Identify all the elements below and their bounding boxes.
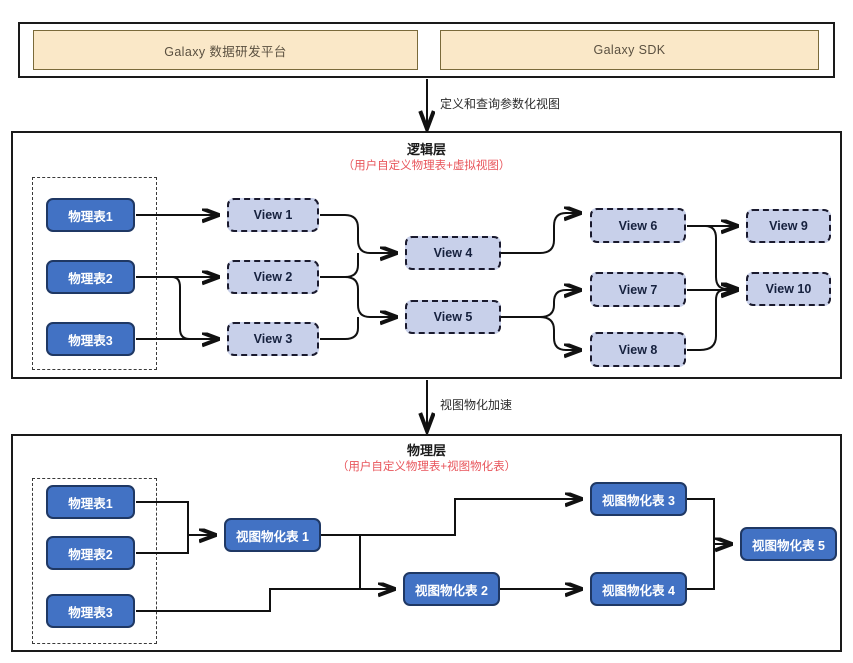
logical-physical-table-2-label: 物理表2: [68, 271, 113, 286]
app-box-galaxy-platform-label: Galaxy 数据研发平台: [164, 44, 287, 59]
mv-table-5-label: 视图物化表 5: [752, 538, 825, 553]
view-2-node[interactable]: View 2: [227, 260, 319, 294]
mv-table-3[interactable]: 视图物化表 3: [590, 482, 687, 516]
mv-table-2-label: 视图物化表 2: [415, 583, 488, 598]
mv-table-1-label: 视图物化表 1: [236, 529, 309, 544]
view-1-node[interactable]: View 1: [227, 198, 319, 232]
logical-physical-table-3[interactable]: 物理表3: [46, 322, 135, 356]
app-box-galaxy-sdk[interactable]: Galaxy SDK: [440, 30, 819, 70]
mv-table-4[interactable]: 视图物化表 4: [590, 572, 687, 606]
view-8-node[interactable]: View 8: [590, 332, 686, 367]
view-4-node[interactable]: View 4: [405, 236, 501, 270]
mv-table-3-label: 视图物化表 3: [602, 493, 675, 508]
view-1-label: View 1: [253, 208, 293, 222]
physical-table-2-label: 物理表2: [68, 547, 113, 562]
mv-table-4-label: 视图物化表 4: [602, 583, 675, 598]
physical-table-1[interactable]: 物理表1: [46, 485, 135, 519]
view-6-node[interactable]: View 6: [590, 208, 686, 243]
view-10-label: View 10: [765, 282, 812, 296]
view-6-label: View 6: [618, 218, 658, 233]
logical-physical-table-1-label: 物理表1: [68, 209, 113, 224]
physical-table-1-label: 物理表1: [68, 496, 113, 511]
mv-table-2[interactable]: 视图物化表 2: [403, 572, 500, 606]
view-5-node[interactable]: View 5: [405, 300, 501, 334]
logical-source-tables-group: [32, 177, 157, 370]
logical-physical-table-2[interactable]: 物理表2: [46, 260, 135, 294]
view-7-label: View 7: [618, 282, 658, 297]
mv-table-1[interactable]: 视图物化表 1: [224, 518, 321, 552]
physical-table-3[interactable]: 物理表3: [46, 594, 135, 628]
mv-table-5[interactable]: 视图物化表 5: [740, 527, 837, 561]
connector-label-mv-acceleration: 视图物化加速: [440, 398, 513, 412]
physical-table-2[interactable]: 物理表2: [46, 536, 135, 570]
view-2-label: View 2: [253, 270, 293, 284]
app-box-galaxy-sdk-label: Galaxy SDK: [593, 43, 666, 57]
view-10-node[interactable]: View 10: [746, 272, 831, 306]
view-3-node[interactable]: View 3: [227, 322, 319, 356]
view-9-node[interactable]: View 9: [746, 209, 831, 243]
view-5-label: View 5: [433, 310, 473, 324]
view-3-label: View 3: [253, 332, 293, 346]
view-7-node[interactable]: View 7: [590, 272, 686, 307]
logical-layer-subtitle: （用户自定义物理表+虚拟视图）: [342, 160, 511, 172]
app-box-galaxy-platform[interactable]: Galaxy 数据研发平台: [33, 30, 418, 70]
physical-layer-subtitle: （用户自定义物理表+视图物化表）: [336, 461, 517, 473]
physical-table-3-label: 物理表3: [68, 605, 113, 620]
physical-source-tables-group: [32, 478, 157, 644]
view-4-label: View 4: [433, 246, 473, 260]
logical-physical-table-3-label: 物理表3: [68, 333, 113, 348]
physical-layer-title: 物理层: [406, 443, 446, 458]
connector-label-define-query: 定义和查询参数化视图: [440, 97, 561, 111]
view-9-label: View 9: [769, 219, 808, 233]
logical-physical-table-1[interactable]: 物理表1: [46, 198, 135, 232]
view-8-label: View 8: [618, 342, 658, 357]
logical-layer-title: 逻辑层: [406, 142, 446, 157]
